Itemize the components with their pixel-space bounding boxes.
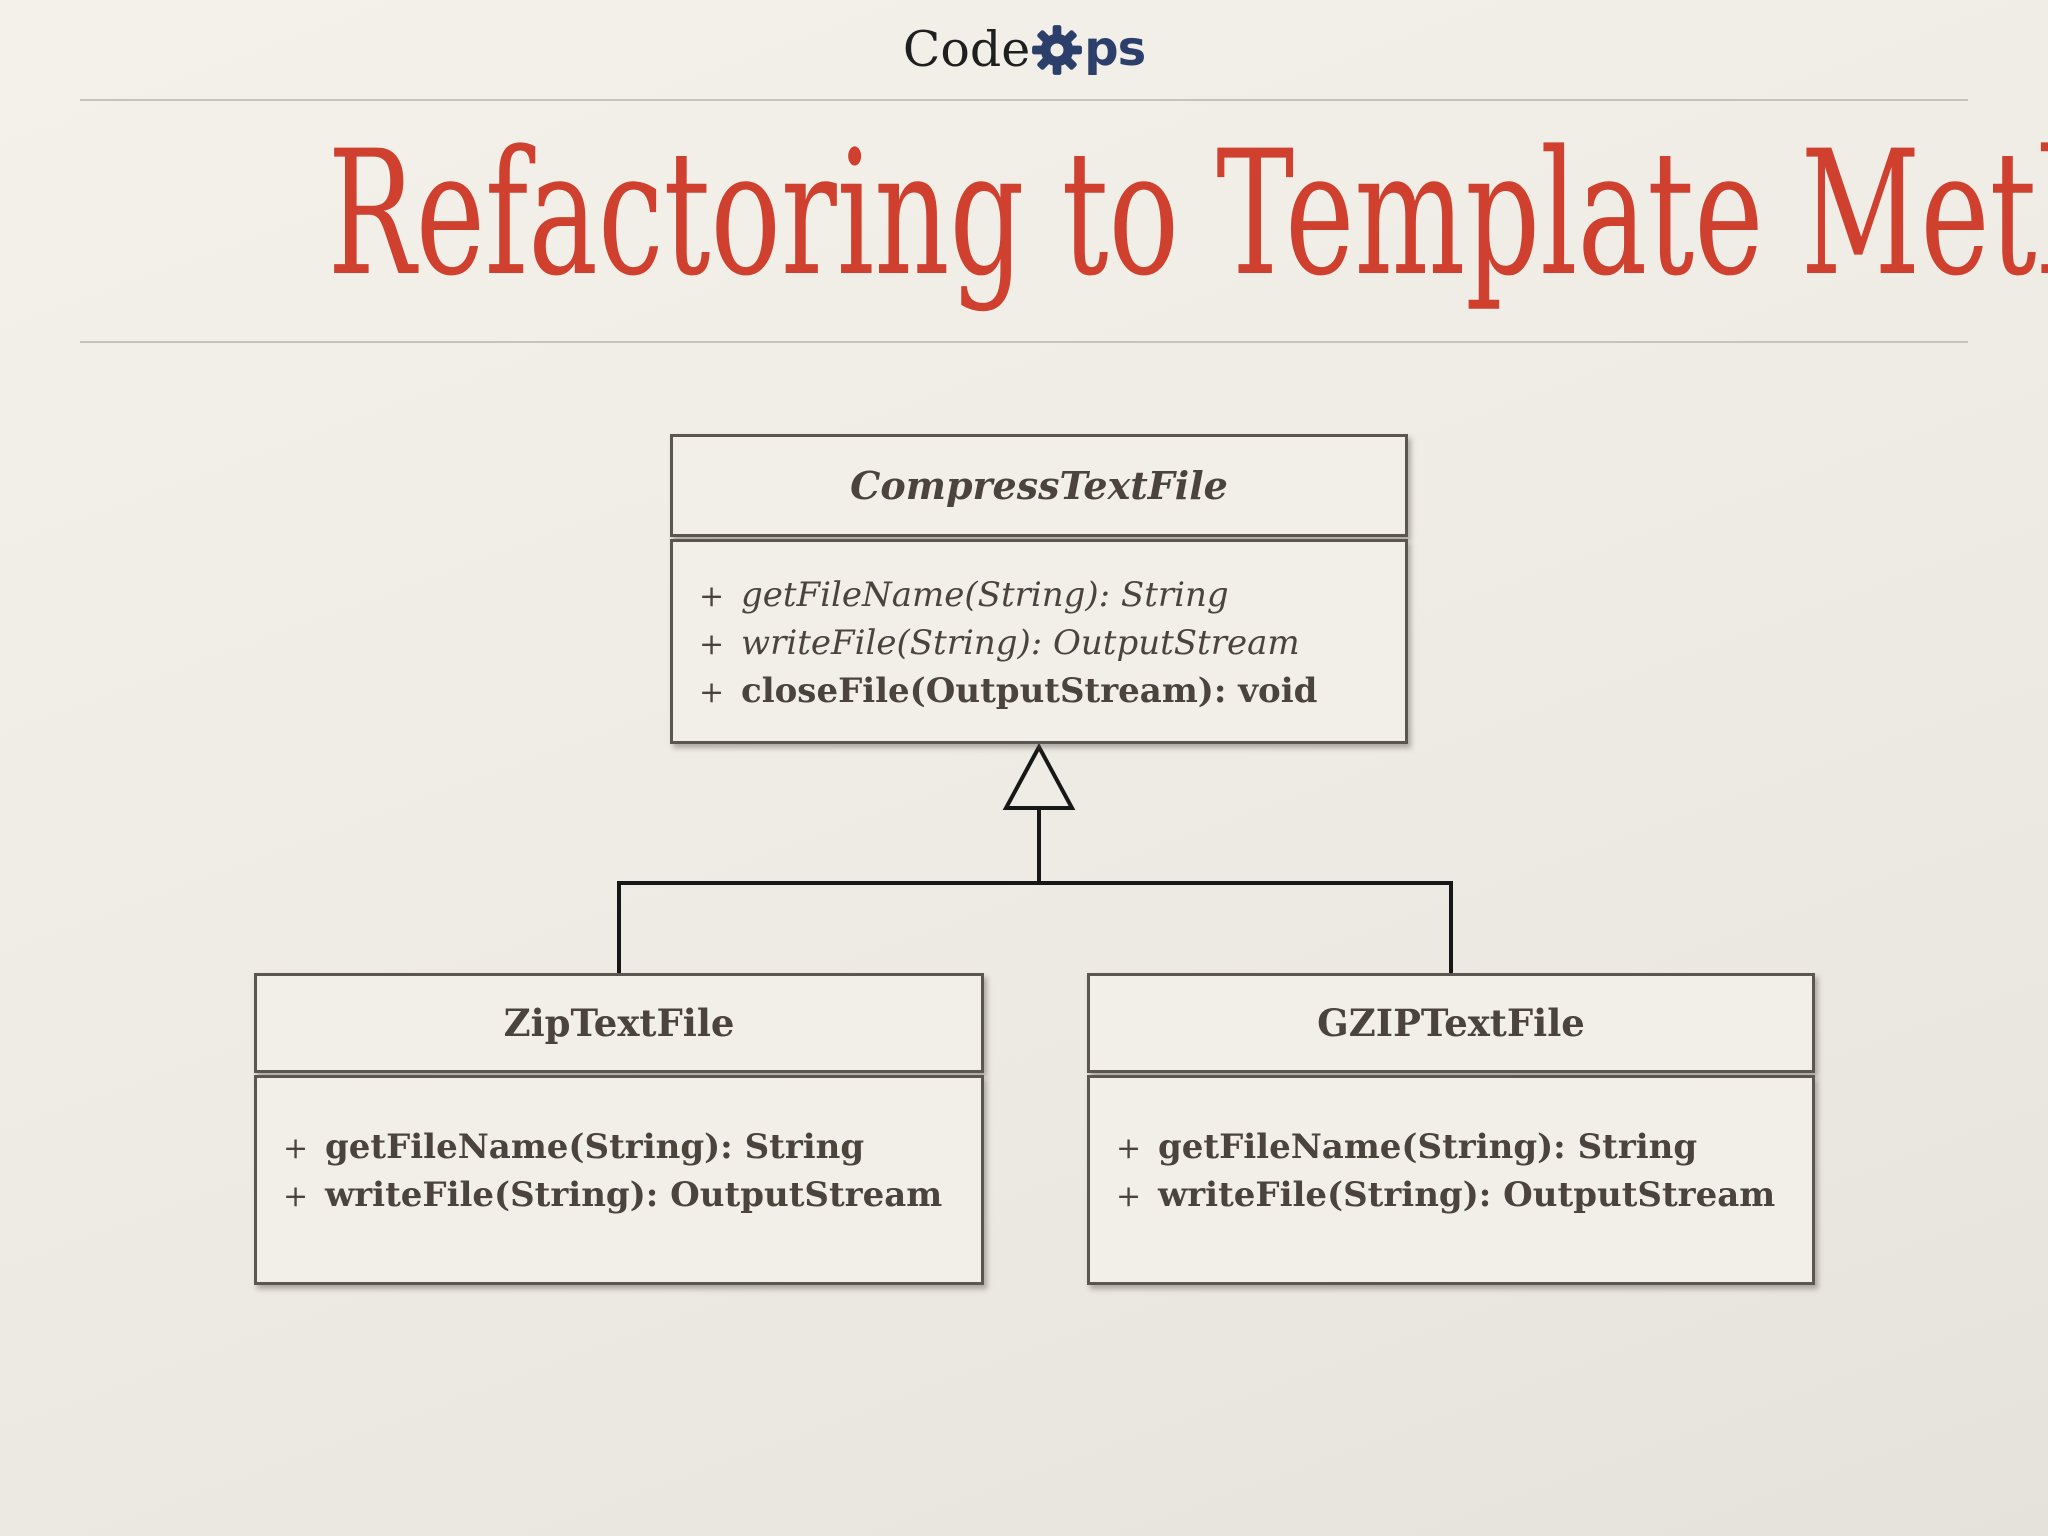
divider-under-title — [80, 341, 1968, 343]
method-signature: getFileName(String): String — [1158, 1127, 1698, 1167]
logo: Code ps — [0, 18, 2048, 80]
method-row: + writeFile(String): OutputStream — [1116, 1172, 1792, 1220]
method-signature: getFileName(String): String — [325, 1127, 865, 1167]
method-row: + getFileName(String): String — [283, 1124, 961, 1172]
methods-compartment: + getFileName(String): String + writeFil… — [1087, 1075, 1815, 1285]
class-box-ziptextfile: ZipTextFile + getFileName(String): Strin… — [254, 973, 984, 1285]
logo-text-code: Code — [902, 20, 1031, 78]
methods-compartment: + getFileName(String): String + writeFil… — [254, 1075, 984, 1285]
class-name-ziptextfile: ZipTextFile — [254, 973, 984, 1073]
inheritance-triangle-icon — [1002, 742, 1076, 810]
method-row: + writeFile(String): OutputStream — [699, 620, 1385, 668]
divider-top — [80, 99, 1968, 101]
logo-text-ops: ps — [1084, 21, 1146, 77]
method-row: + getFileName(String): String — [699, 572, 1385, 620]
class-box-gziptextfile: GZIPTextFile + getFileName(String): Stri… — [1087, 973, 1815, 1285]
method-signature: writeFile(String): OutputStream — [1158, 1175, 1776, 1215]
class-box-compresstextfile: CompressTextFile + getFileName(String): … — [670, 434, 1408, 744]
method-row: + writeFile(String): OutputStream — [283, 1172, 961, 1220]
method-row: + getFileName(String): String — [1116, 1124, 1792, 1172]
method-signature: writeFile(String): OutputStream — [325, 1175, 943, 1215]
method-signature: closeFile(OutputStream): void — [741, 671, 1318, 711]
visibility-symbol: + — [699, 579, 725, 614]
visibility-symbol: + — [699, 627, 725, 662]
visibility-symbol: + — [1116, 1179, 1142, 1214]
method-signature: getFileName(String): String — [741, 575, 1229, 615]
visibility-symbol: + — [283, 1131, 309, 1166]
class-name-compresstextfile: CompressTextFile — [670, 434, 1408, 537]
visibility-symbol: + — [283, 1179, 309, 1214]
gear-icon — [1032, 25, 1083, 75]
class-name-gziptextfile: GZIPTextFile — [1087, 973, 1815, 1073]
methods-compartment: + getFileName(String): String + writeFil… — [670, 539, 1408, 744]
method-row: + closeFile(OutputStream): void — [699, 668, 1385, 716]
visibility-symbol: + — [699, 675, 725, 710]
method-signature: writeFile(String): OutputStream — [741, 623, 1300, 663]
visibility-symbol: + — [1116, 1131, 1142, 1166]
